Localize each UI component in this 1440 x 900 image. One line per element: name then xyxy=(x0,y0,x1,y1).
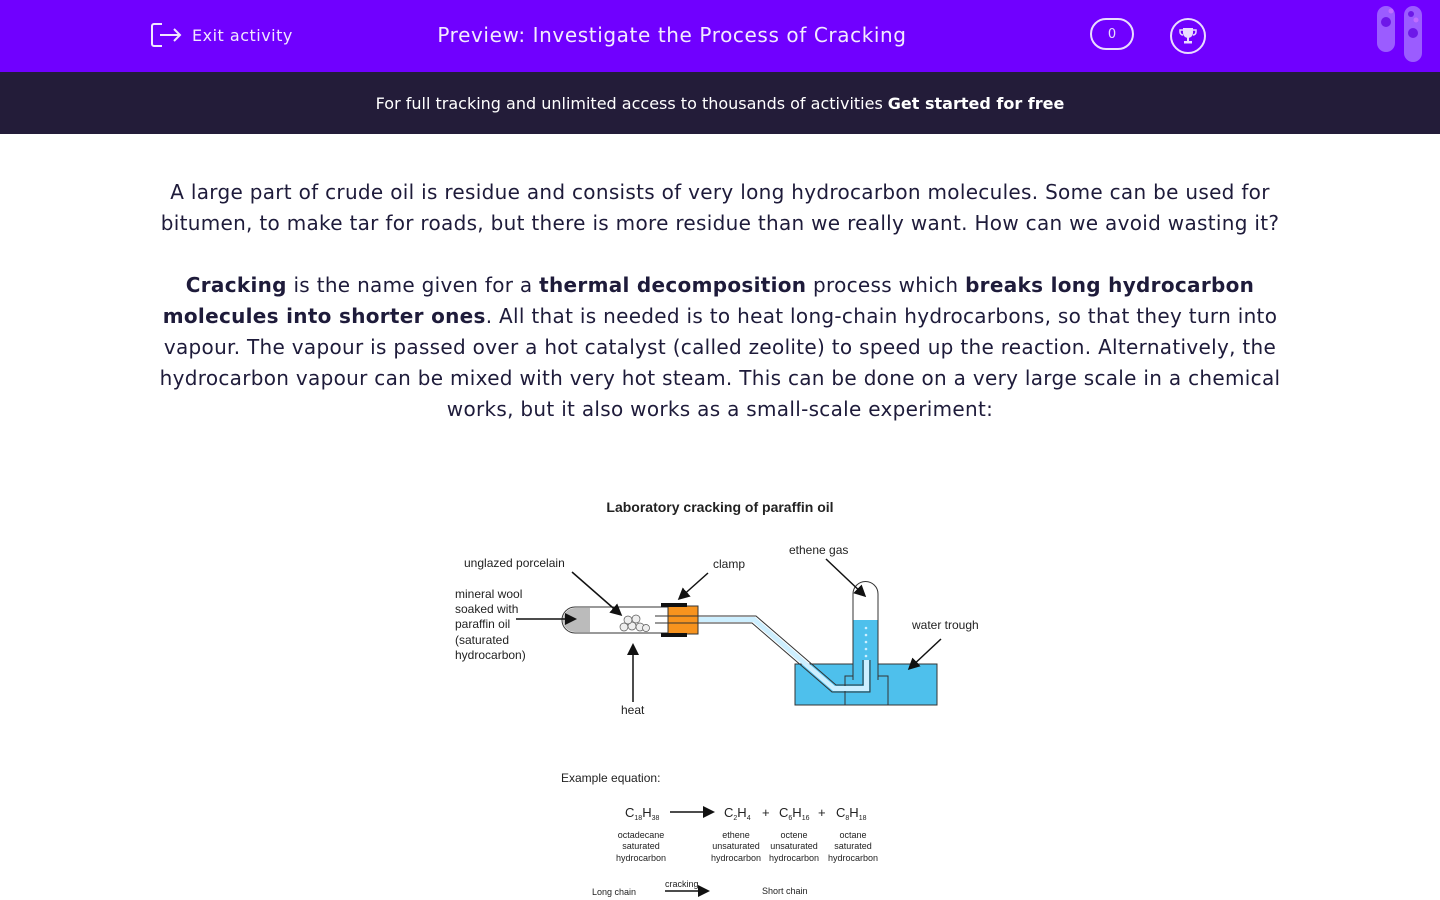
formula-product: C2H4 xyxy=(724,805,751,822)
svg-text:hydrocarbon: hydrocarbon xyxy=(711,853,761,863)
svg-text:unsaturated: unsaturated xyxy=(712,841,760,851)
trophy-icon xyxy=(1179,28,1197,44)
exit-label: Exit activity xyxy=(192,25,293,45)
exit-activity-button[interactable]: Exit activity xyxy=(150,22,293,48)
svg-text:unsaturated: unsaturated xyxy=(770,841,818,851)
svg-text:ethene: ethene xyxy=(722,830,750,840)
svg-text:saturated: saturated xyxy=(622,841,660,851)
formula-reactant: C18H38 xyxy=(625,805,659,822)
bung xyxy=(667,605,699,635)
diagram-title: Laboratory cracking of paraffin oil xyxy=(606,499,833,515)
equation: C18H38 C2H4 + C6H16 + C8H18 xyxy=(625,805,867,822)
label-heat: heat xyxy=(621,703,645,717)
top-bar: Exit activity Preview: Investigate the P… xyxy=(0,0,1440,72)
svg-text:hydrocarbon: hydrocarbon xyxy=(828,853,878,863)
activity-content: A large part of crude oil is residue and… xyxy=(150,177,1290,456)
apparatus xyxy=(561,581,938,706)
test-tubes-logo-icon xyxy=(1377,6,1422,62)
exit-icon xyxy=(151,23,182,47)
equation-heading: Example equation: xyxy=(561,771,660,785)
label-trough: water trough xyxy=(911,618,979,632)
svg-text:saturated: saturated xyxy=(834,841,872,851)
banner-text: For full tracking and unlimited access t… xyxy=(375,93,883,113)
trophy-button[interactable] xyxy=(1170,18,1206,54)
svg-text:Long chain: Long chain xyxy=(592,887,636,897)
porcelain-pieces xyxy=(619,614,650,632)
label-wool: soaked with xyxy=(455,602,518,616)
svg-text:octene: octene xyxy=(780,830,807,840)
arrows xyxy=(516,558,942,702)
svg-text:hydrocarbon: hydrocarbon xyxy=(616,853,666,863)
delivery-tube xyxy=(690,615,871,693)
formula-product: C6H16 xyxy=(779,805,810,822)
summary-equation: Long chain cracking Short chain xyxy=(592,879,808,897)
mineral-wool xyxy=(563,608,590,632)
label-ethene: ethene gas xyxy=(789,543,848,557)
svg-text:octane: octane xyxy=(839,830,866,840)
page-title: Preview: Investigate the Process of Crac… xyxy=(437,23,907,47)
formula-product: C8H18 xyxy=(836,805,867,822)
svg-text:octadecane: octadecane xyxy=(618,830,665,840)
bold-term: breaks long hydrocarbon molecules into s… xyxy=(162,273,1255,328)
text: . All that is needed is to heat long-cha… xyxy=(159,304,1281,421)
text: is the name given for a xyxy=(286,273,540,297)
label-wool: (saturated xyxy=(455,633,509,647)
svg-text:hydrocarbon: hydrocarbon xyxy=(769,853,819,863)
upgrade-banner: For full tracking and unlimited access t… xyxy=(0,72,1440,134)
svg-text:Short chain: Short chain xyxy=(762,886,808,896)
svg-text:cracking: cracking xyxy=(665,879,699,889)
plus-sign: + xyxy=(818,805,826,820)
label-wool: hydrocarbon) xyxy=(455,648,526,662)
label-wool: paraffin oil xyxy=(455,617,510,631)
label-clamp: clamp xyxy=(713,557,745,571)
label-wool: mineral wool xyxy=(455,587,522,601)
score-badge: 0 xyxy=(1090,18,1134,50)
plus-sign: + xyxy=(762,805,770,820)
bold-term: thermal decomposition xyxy=(539,273,807,297)
text: process which xyxy=(806,273,966,297)
label-porcelain: unglazed porcelain xyxy=(464,556,565,570)
get-started-link[interactable]: Get started for free xyxy=(887,93,1065,113)
intro-paragraph: A large part of crude oil is residue and… xyxy=(160,180,1280,235)
cracking-paragraph: Cracking is the name given for a thermal… xyxy=(150,270,1290,425)
bold-term: Cracking xyxy=(185,273,287,297)
